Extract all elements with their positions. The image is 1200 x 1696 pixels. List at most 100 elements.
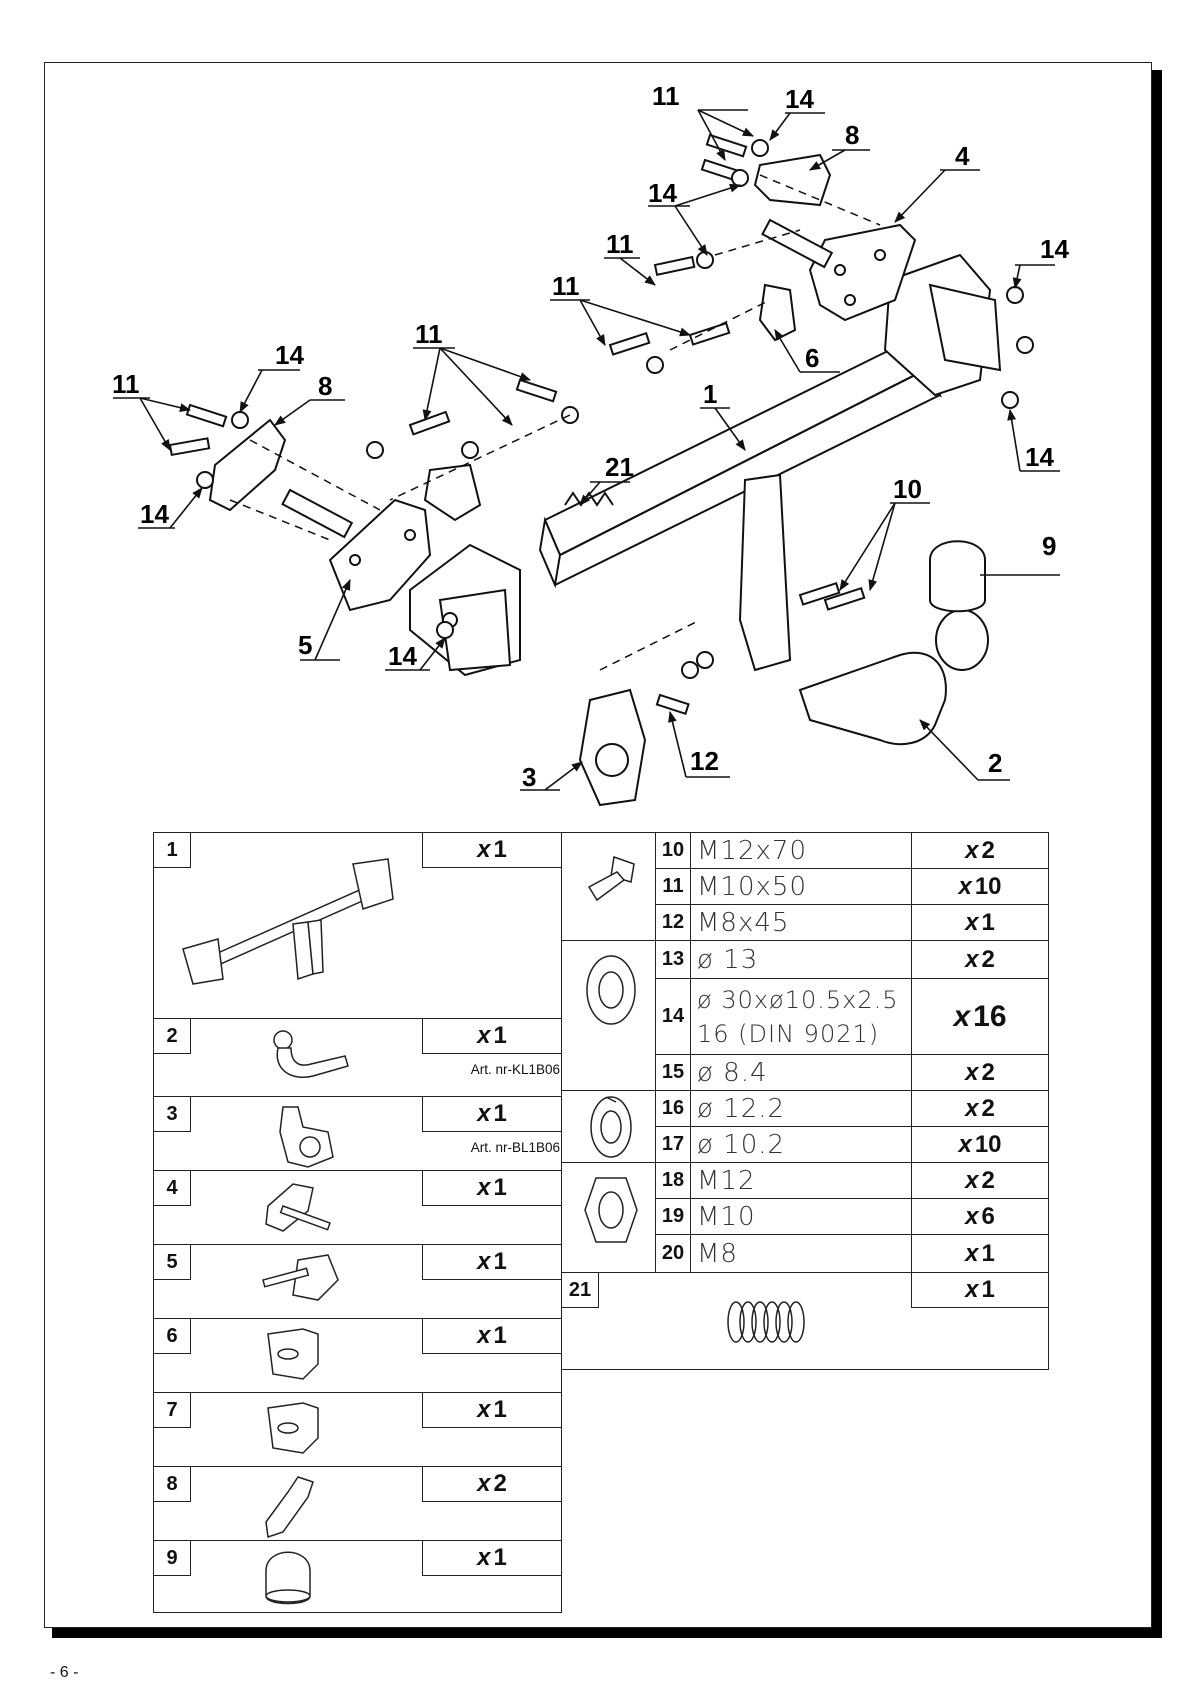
quantity-prefix: x xyxy=(965,836,979,864)
callout-11: 11 xyxy=(415,319,443,349)
quantity-value: 2 xyxy=(981,1058,995,1086)
socket-plate-3 xyxy=(578,688,647,807)
fasteners xyxy=(168,133,1034,716)
quantity-prefix: x xyxy=(958,872,972,900)
part-number: 17 xyxy=(655,1126,691,1163)
spec-line: ø 30xø10.5x2.5 xyxy=(697,985,899,1014)
callout-1: 1 xyxy=(703,379,717,409)
quantity-prefix: x xyxy=(477,1248,491,1275)
plate-5-part xyxy=(281,488,432,612)
callout-8: 8 xyxy=(318,371,332,401)
quantity-prefix: x xyxy=(965,1276,979,1303)
callout-6: 6 xyxy=(805,343,819,373)
callout-11: 11 xyxy=(552,271,580,301)
left-bracket-part xyxy=(409,543,521,677)
quantity-value: 1 xyxy=(493,1322,507,1349)
article-number: Art. nr-BL1B06 xyxy=(470,1140,560,1155)
quantity-value: 1 xyxy=(981,1239,995,1267)
assembly-lines xyxy=(229,174,881,671)
quantity-prefix: x xyxy=(958,1130,972,1158)
part-spec: ø 30xø10.5x2.5 16 (DIN 9021) xyxy=(690,978,912,1055)
callout-11: 11 xyxy=(652,81,680,111)
part-spec: ø 8.4 xyxy=(690,1054,912,1091)
quantity-value: 1 xyxy=(981,908,995,936)
callout-12: 12 xyxy=(690,746,719,776)
part-number: 3 xyxy=(153,1096,191,1132)
callout-8: 8 xyxy=(845,120,859,150)
spacer-8-left xyxy=(208,418,287,512)
plate-4-part xyxy=(761,218,917,322)
part-spec: M12x70 xyxy=(690,832,912,869)
part-number: 10 xyxy=(655,832,691,869)
exploded-assembly-diagram: .ln { stroke:#111; stroke-width:2; fill:… xyxy=(112,81,1069,807)
quantity-value: 1 xyxy=(981,1276,995,1303)
quantity-prefix: x xyxy=(965,1058,979,1086)
part-number: 5 xyxy=(153,1244,191,1280)
quantity-value: 10 xyxy=(974,872,1002,900)
vertical-plate xyxy=(738,473,792,672)
angle-bracket-6 xyxy=(758,283,797,342)
callout-21: 21 xyxy=(605,452,634,482)
quantity-value: 1 xyxy=(493,1248,507,1275)
part-number: 2 xyxy=(153,1018,191,1054)
part-number: 16 xyxy=(655,1090,691,1127)
callout-5: 5 xyxy=(298,630,312,660)
ball-cap-9 xyxy=(929,540,986,613)
spec-line: 16 (DIN 9021) xyxy=(697,1019,880,1048)
quantity-prefix: x xyxy=(477,1022,491,1049)
callout-14: 14 xyxy=(1025,442,1054,472)
quantity-value: 1 xyxy=(493,1396,507,1423)
article-number: Art. nr-KL1B06 xyxy=(470,1062,560,1077)
quantity-prefix: x xyxy=(965,1202,979,1230)
callout-14: 14 xyxy=(648,178,677,208)
callout-9: 9 xyxy=(1042,531,1056,561)
angle-bracket-7 xyxy=(423,463,482,522)
part-number: 8 xyxy=(153,1466,191,1502)
quantity-prefix: x xyxy=(477,1322,491,1349)
quantity-value: 2 xyxy=(981,1094,995,1122)
quantity-value: 1 xyxy=(493,1544,507,1571)
quantity-value: 16 xyxy=(973,999,1007,1033)
quantity-prefix: x xyxy=(477,1470,491,1497)
quantity-value: 10 xyxy=(974,1130,1002,1158)
quantity-value: 2 xyxy=(981,836,995,864)
part-spec: ø 10.2 xyxy=(690,1126,912,1163)
callout-11: 11 xyxy=(606,229,634,259)
part-spec: ø 13 xyxy=(690,940,912,979)
part-number: 20 xyxy=(655,1234,691,1273)
quantity-prefix: x xyxy=(965,1166,979,1194)
part-number: 18 xyxy=(655,1162,691,1199)
callout-14: 14 xyxy=(275,340,304,370)
part-spec: M8 xyxy=(690,1234,912,1273)
quantity-value: 2 xyxy=(493,1470,507,1497)
quantity-value: 1 xyxy=(493,1100,507,1127)
part-number: 1 xyxy=(153,832,191,868)
callout-14: 14 xyxy=(140,499,169,529)
callout-10: 10 xyxy=(893,474,922,504)
quantity-prefix: x xyxy=(953,999,971,1033)
frame-shadow-right xyxy=(1152,70,1162,1636)
quantity-prefix: x xyxy=(965,908,979,936)
part-number: 15 xyxy=(655,1054,691,1091)
callout-14: 14 xyxy=(785,84,814,114)
quantity-value: 6 xyxy=(981,1202,995,1230)
callout-labels: 11 14 8 4 14 11 11 14 6 14 1 21 10 9 2 1… xyxy=(112,81,1069,792)
quantity-prefix: x xyxy=(477,1544,491,1571)
